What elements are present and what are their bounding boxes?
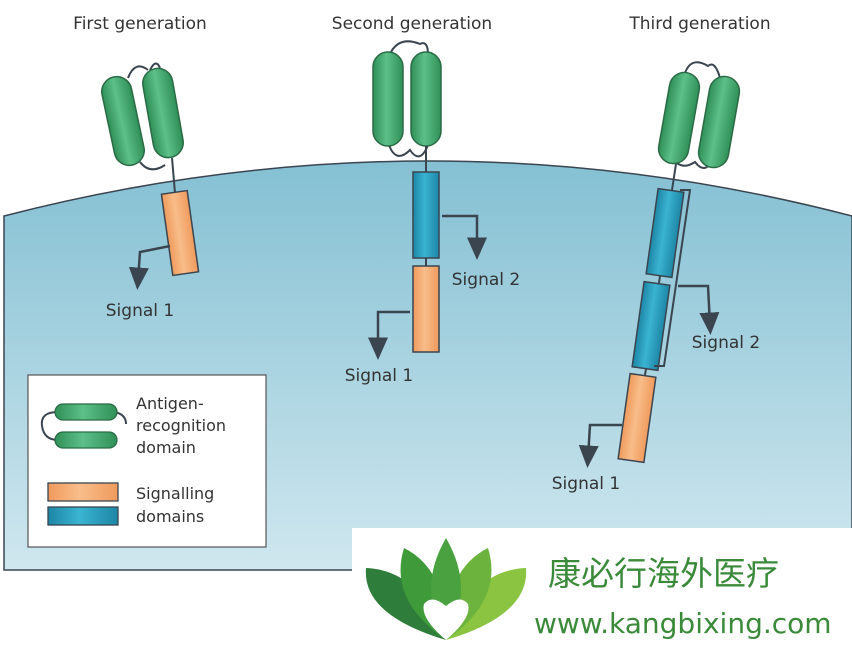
watermark-chinese-name: 康必行海外医疗 <box>548 554 779 593</box>
antigen-domain-3a <box>657 71 701 165</box>
first-gen-signal-1-label: Signal 1 <box>106 301 174 321</box>
third-generation-title: Third generation <box>628 14 770 34</box>
antigen-domain-2a <box>372 51 404 147</box>
first-generation-title: First generation <box>73 14 207 34</box>
legend-antigen-label-2: recognition <box>136 416 226 435</box>
signal-domain-orange-2 <box>412 265 440 353</box>
legend-signalling-label-1: Signalling <box>136 484 214 503</box>
signal-domain-orange-1 <box>160 189 200 277</box>
signal-domain-blue-3b <box>631 280 671 372</box>
legend-antigen-label-3: domain <box>136 438 196 457</box>
antigen-domain-1a <box>101 75 145 167</box>
antigen-domain-1b <box>142 67 184 159</box>
lotus-logo-icon <box>365 538 527 640</box>
signal-2-bracket <box>654 189 692 367</box>
signal-domain-blue-3a <box>645 187 685 279</box>
signal-domain-orange-3 <box>617 372 657 464</box>
watermark: 康必行海外医疗 www.kangbixing.com <box>352 528 852 647</box>
legend-antigen-swatch-top <box>54 403 118 421</box>
legend-signalling-label-2: domains <box>136 507 204 526</box>
legend-blue-swatch <box>47 506 119 526</box>
legend <box>27 374 267 548</box>
first-generation-car <box>101 62 200 290</box>
legend-antigen-swatch-bottom <box>54 431 118 449</box>
second-generation-title: Second generation <box>332 14 492 34</box>
third-generation-car <box>578 61 741 468</box>
legend-antigen-label-1: Antigen- <box>136 394 204 413</box>
second-gen-signal-2-label: Signal 2 <box>452 270 520 290</box>
second-gen-signal-1-label: Signal 1 <box>345 366 413 386</box>
legend-orange-swatch <box>47 482 119 502</box>
third-gen-signal-1-label: Signal 1 <box>552 474 620 494</box>
signal-domain-blue-2 <box>412 171 440 259</box>
antigen-domain-2b <box>410 51 442 147</box>
watermark-url: www.kangbixing.com <box>534 607 832 640</box>
second-generation-car <box>368 40 487 360</box>
antigen-domain-3b <box>697 75 741 169</box>
third-gen-signal-2-label: Signal 2 <box>692 333 760 353</box>
